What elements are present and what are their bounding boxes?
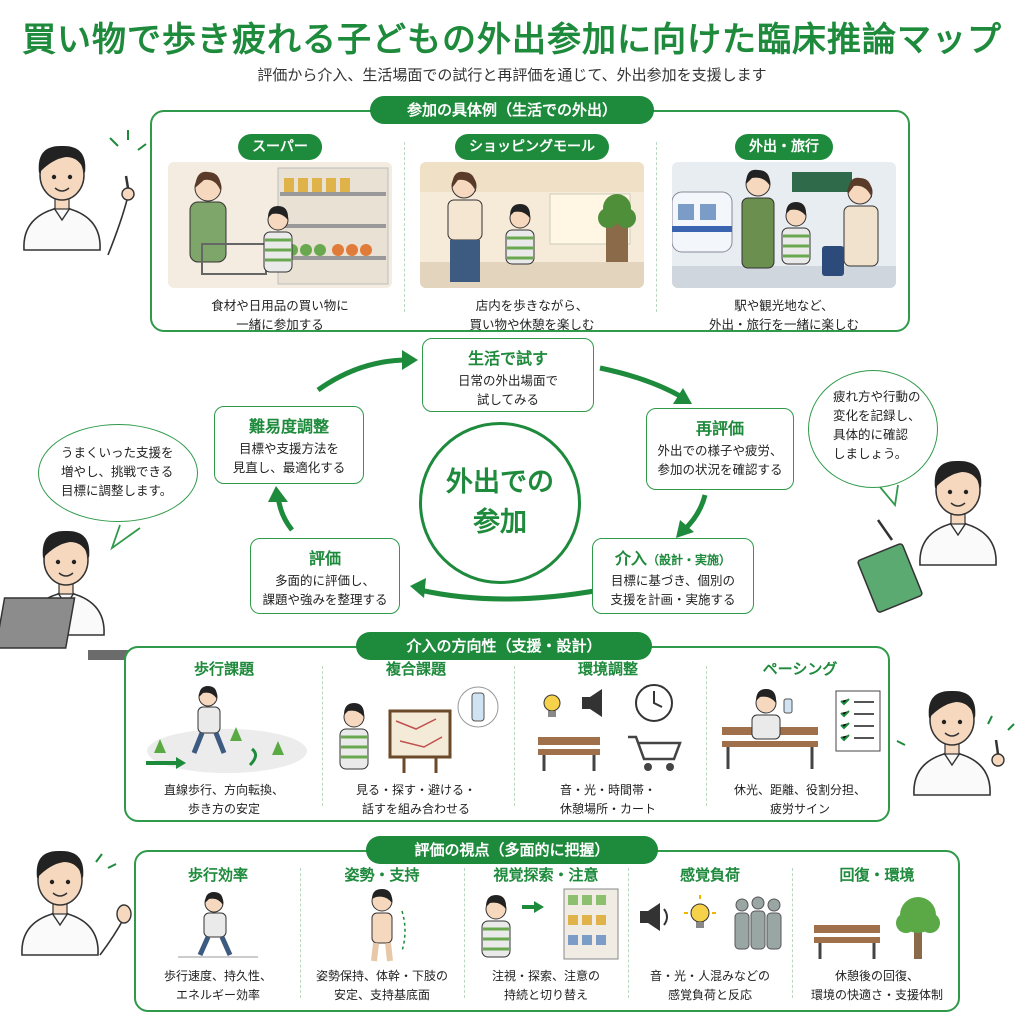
- interventions-header: 介入の方向性（支援・設計）: [356, 632, 652, 660]
- divider: [628, 868, 629, 998]
- lightbulb-icon: [543, 694, 561, 717]
- pacing-rest-icon: [722, 689, 881, 769]
- supermarket-scene-illustration: [168, 162, 392, 288]
- center-goal: 外出での参加: [419, 422, 581, 584]
- example-label: 外出・旅行: [735, 134, 833, 160]
- perspective-sensory-load: 感覚負荷 音・光・人混みなどの感覚負荷と反応: [630, 864, 790, 1005]
- speaker-icon: [640, 903, 668, 931]
- lightbulb-icon: [684, 895, 716, 928]
- cycle-try-in-life: 生活で試す 日常の外出場面で試してみる: [422, 338, 594, 412]
- intervention-combined-task: 複合課題 見る・探す・避ける・話すを組み合わせる: [324, 658, 508, 819]
- example-caption: 駅や観光地など、外出・旅行を一緒に楽しむ: [708, 298, 859, 332]
- clock-icon: [635, 684, 673, 722]
- divider: [464, 868, 465, 998]
- page-title: 買い物で歩き疲れる子どもの外出参加に向けた臨床推論マップ: [22, 20, 1002, 60]
- posture-icon: [371, 889, 406, 962]
- speech-bubble-left: うまくいった支援を増やし、挑戦できる目標に調整します。: [38, 424, 198, 522]
- perspectives-section: 歩行効率 歩行速度、持久性、エネルギー効率 姿勢・支持 姿勢保持、体幹・下肢の安…: [134, 850, 960, 1012]
- example-outing-travel: 外出・旅行 駅や観光地な: [664, 134, 904, 336]
- speech-bubble-right: 疲れ方や行動の変化を記録し、具体的に確認しましょう。: [808, 370, 938, 488]
- tree-icon: [896, 897, 940, 959]
- interventions-section: 歩行課題 直線歩行、方向転換、歩き方の安定 複合課題: [124, 646, 890, 822]
- intervention-pacing: ペーシング 休光、距離、役割分担、疲労サイン: [708, 658, 892, 819]
- examples-header: 参加の具体例（生活での外出）: [370, 96, 654, 124]
- cycle-intervention: 介入（設計・実施） 目標に基づき、個別の支援を計画・実施する: [592, 538, 754, 614]
- perspective-posture-support: 姿勢・支持 姿勢保持、体幹・下肢の安定、支持基底面: [302, 864, 462, 1005]
- shelf-search-icon: [481, 888, 619, 960]
- examples-section: スーパー 食材や日用品の買い物に一緒に参加: [150, 110, 910, 332]
- environment-icons: [538, 684, 682, 771]
- mall-scene-illustration: [420, 162, 644, 288]
- intervention-walking-task: 歩行課題 直線歩行、方向転換、歩き方の安定: [132, 658, 316, 819]
- bench-icon: [538, 737, 600, 771]
- intervention-environment-adjustment: 環境調整 音・光・時間帯・休憩場所・カート: [516, 658, 700, 819]
- map-board-icon: [339, 686, 499, 773]
- example-label: ショッピングモール: [455, 134, 609, 160]
- page-subtitle: 評価から介入、生活場面での試行と再評価を通じて、外出参加を支援します: [257, 66, 767, 84]
- bench-icon: [814, 925, 880, 959]
- divider: [706, 666, 707, 806]
- checklist-icon: [835, 690, 881, 752]
- example-caption: 店内を歩きながら、買い物や休憩を楽しむ: [469, 298, 595, 332]
- example-label: スーパー: [238, 134, 322, 160]
- example-shopping-mall: ショッピングモール 店内を歩きながら、買い物や休憩を楽しむ: [412, 134, 652, 336]
- sensory-icons: [640, 895, 782, 950]
- walking-child-icon: [178, 892, 258, 958]
- perspectives-header: 評価の視点（多面的に把握）: [366, 836, 658, 864]
- cycle-evaluation: 評価 多面的に評価し、課題や強みを整理する: [250, 538, 400, 614]
- example-supermarket: スーパー 食材や日用品の買い物に一緒に参加: [160, 134, 400, 336]
- speaker-icon: [582, 689, 602, 717]
- cart-icon: [628, 735, 682, 771]
- divider: [514, 666, 515, 806]
- perspective-walking-efficiency: 歩行効率 歩行速度、持久性、エネルギー効率: [138, 864, 298, 1005]
- divider: [792, 868, 793, 998]
- perspective-recovery-environment: 回復・環境 休憩後の回復、環境の快適さ・支援体制: [794, 864, 960, 1005]
- bench-tree-icon: [814, 897, 940, 959]
- example-caption: 食材や日用品の買い物に一緒に参加する: [211, 298, 349, 332]
- station-scene-illustration: [672, 162, 896, 288]
- crowd-icon: [734, 896, 782, 950]
- divider: [300, 868, 301, 998]
- cycle-reevaluation: 再評価 外出での様子や疲労、参加の状況を確認する: [646, 408, 794, 490]
- divider: [656, 142, 657, 312]
- divider: [404, 142, 405, 312]
- perspective-visual-search-attention: 視覚探索・注意 注視・探索、注意の持続と切り替え: [466, 864, 626, 1005]
- cycle-difficulty-adjustment: 難易度調整 目標や支援方法を見直し、最適化する: [214, 406, 364, 484]
- walking-course-icon: [146, 686, 307, 773]
- divider: [322, 666, 323, 806]
